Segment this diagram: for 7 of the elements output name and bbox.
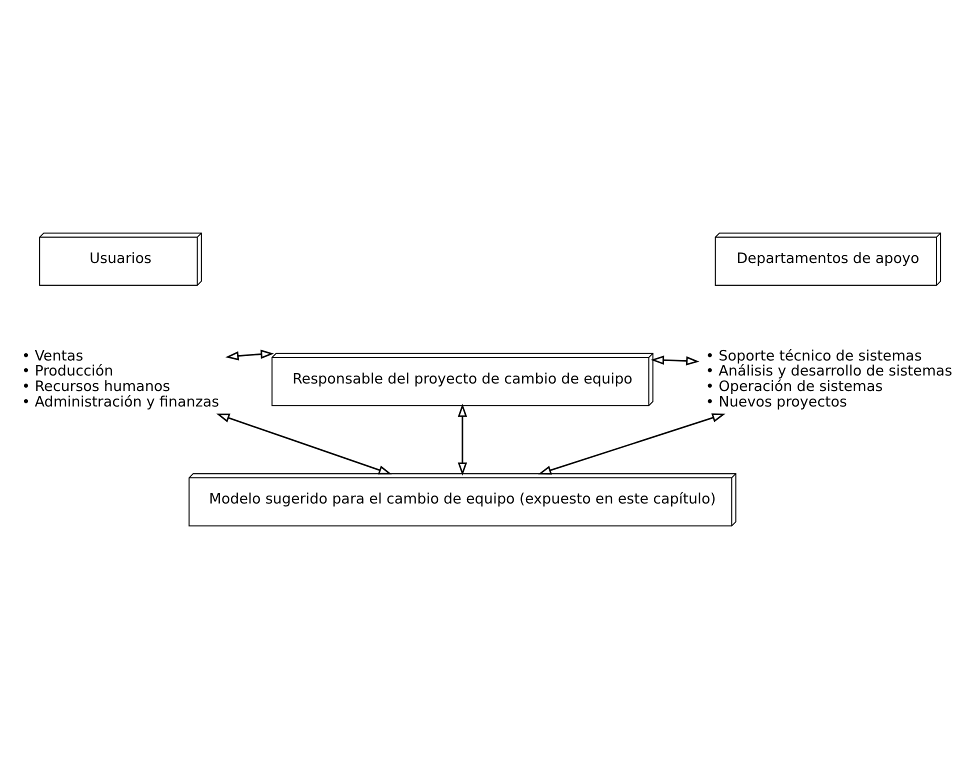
node-text: • Ventas • Producción • Recursos humanos • Administración y finanzas	[21, 348, 219, 410]
arrow	[537, 412, 725, 474]
arrow	[457, 403, 467, 476]
arrow	[216, 413, 392, 474]
arrow	[650, 354, 699, 366]
node-text: • Soporte técnico de sistemas • Análisis y desarrollo de sistemas • Operación de sistemas • Nuevos proyectos	[705, 348, 952, 410]
arrow	[224, 349, 274, 360]
